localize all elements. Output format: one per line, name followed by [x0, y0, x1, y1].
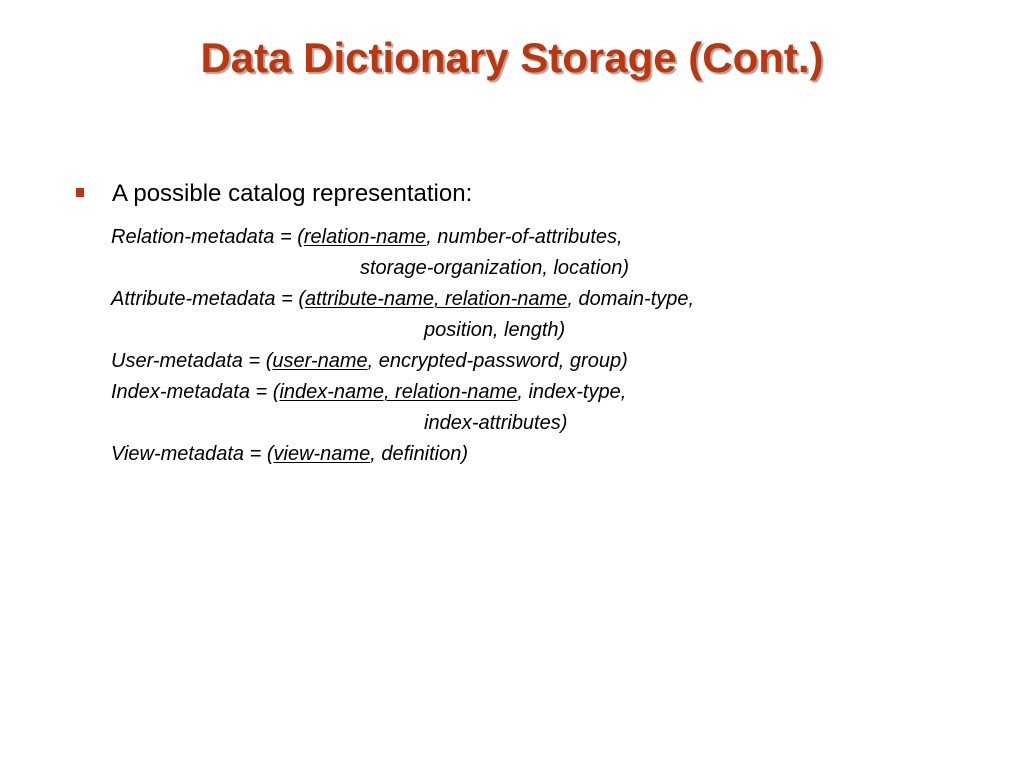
index-metadata-continuation: index-attributes) — [424, 412, 568, 434]
user-metadata-rest: , encrypted-password, group) — [367, 350, 628, 372]
index-metadata-key: index-name, relation-name — [279, 381, 518, 403]
user-metadata-prefix: User-metadata = ( — [111, 350, 273, 372]
relation-metadata-rest: , number-of-attributes, — [426, 226, 623, 248]
index-metadata-line: Index-metadata = (index-name, relation-n… — [111, 378, 626, 406]
view-metadata-rest: , definition) — [370, 443, 469, 465]
user-metadata-line: User-metadata = (user-name, encrypted-pa… — [111, 347, 628, 375]
attribute-metadata-continuation: position, length) — [424, 319, 566, 341]
index-metadata-prefix: Index-metadata = ( — [111, 381, 280, 403]
slide-title: Data Dictionary Storage (Cont.) — [200, 34, 824, 81]
relation-metadata-key: relation-name — [303, 226, 427, 248]
relation-metadata-line: Relation-metadata = (relation-name, numb… — [111, 223, 623, 251]
square-bullet-icon — [76, 188, 84, 197]
attribute-metadata-line: Attribute-metadata = (attribute-name, re… — [111, 285, 694, 313]
relation-metadata-continuation: storage-organization, location) — [360, 257, 630, 279]
view-metadata-key: view-name — [273, 443, 371, 465]
attribute-metadata-key: attribute-name, relation-name — [304, 288, 568, 310]
index-metadata-rest: , index-type, — [517, 381, 627, 403]
bullet-text: A possible catalog representation: — [112, 180, 473, 207]
attribute-metadata-rest: , domain-type, — [567, 288, 695, 310]
attribute-metadata-prefix: Attribute-metadata = ( — [111, 288, 305, 310]
user-metadata-key: user-name — [272, 350, 368, 372]
view-metadata-prefix: View-metadata = ( — [111, 443, 274, 465]
relation-metadata-prefix: Relation-metadata = ( — [111, 226, 304, 248]
view-metadata-line: View-metadata = (view-name, definition) — [111, 440, 468, 468]
